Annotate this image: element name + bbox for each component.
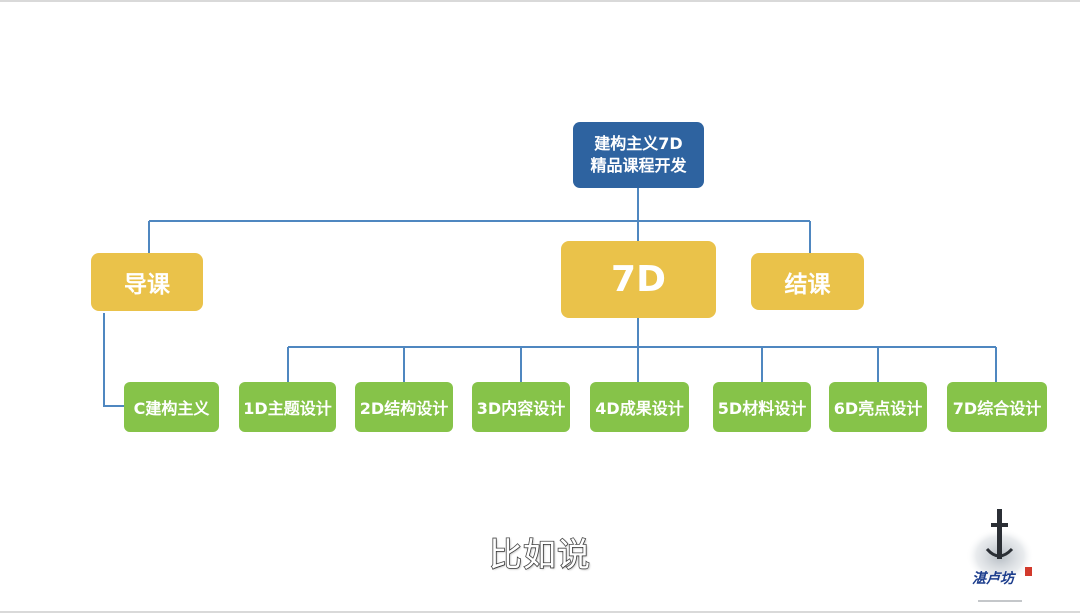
dimension-node-6d: 6D亮点设计 xyxy=(829,382,927,432)
dimension-node-1d: 1D主题设计 xyxy=(239,382,336,432)
root-title-line2: 精品课程开发 xyxy=(590,156,687,175)
dimension-node-7d: 7D综合设计 xyxy=(947,382,1047,432)
watermark-label: 湛卢坊 xyxy=(972,571,1014,587)
top-border xyxy=(0,0,1080,2)
intro-child-node: C建构主义 xyxy=(124,382,219,432)
root-node: 建构主义7D 精品课程开发 xyxy=(573,122,704,188)
sword-icon xyxy=(997,509,1002,559)
core-7d-node: 7D xyxy=(561,241,716,318)
red-seal-icon xyxy=(1025,567,1032,576)
bottom-border xyxy=(0,611,1080,613)
root-title-line1: 建构主义7D xyxy=(594,134,683,153)
intro-node: 导课 xyxy=(91,253,203,311)
dimension-node-2d: 2D结构设计 xyxy=(355,382,453,432)
dimension-node-4d: 4D成果设计 xyxy=(590,382,689,432)
video-subtitle: 比如说 xyxy=(488,534,591,575)
dimension-node-3d: 3D内容设计 xyxy=(472,382,570,432)
closing-node: 结课 xyxy=(751,253,864,310)
watermark-logo xyxy=(966,509,1034,602)
dimension-node-5d: 5D材料设计 xyxy=(713,382,811,432)
connector-intro-child xyxy=(103,313,124,407)
